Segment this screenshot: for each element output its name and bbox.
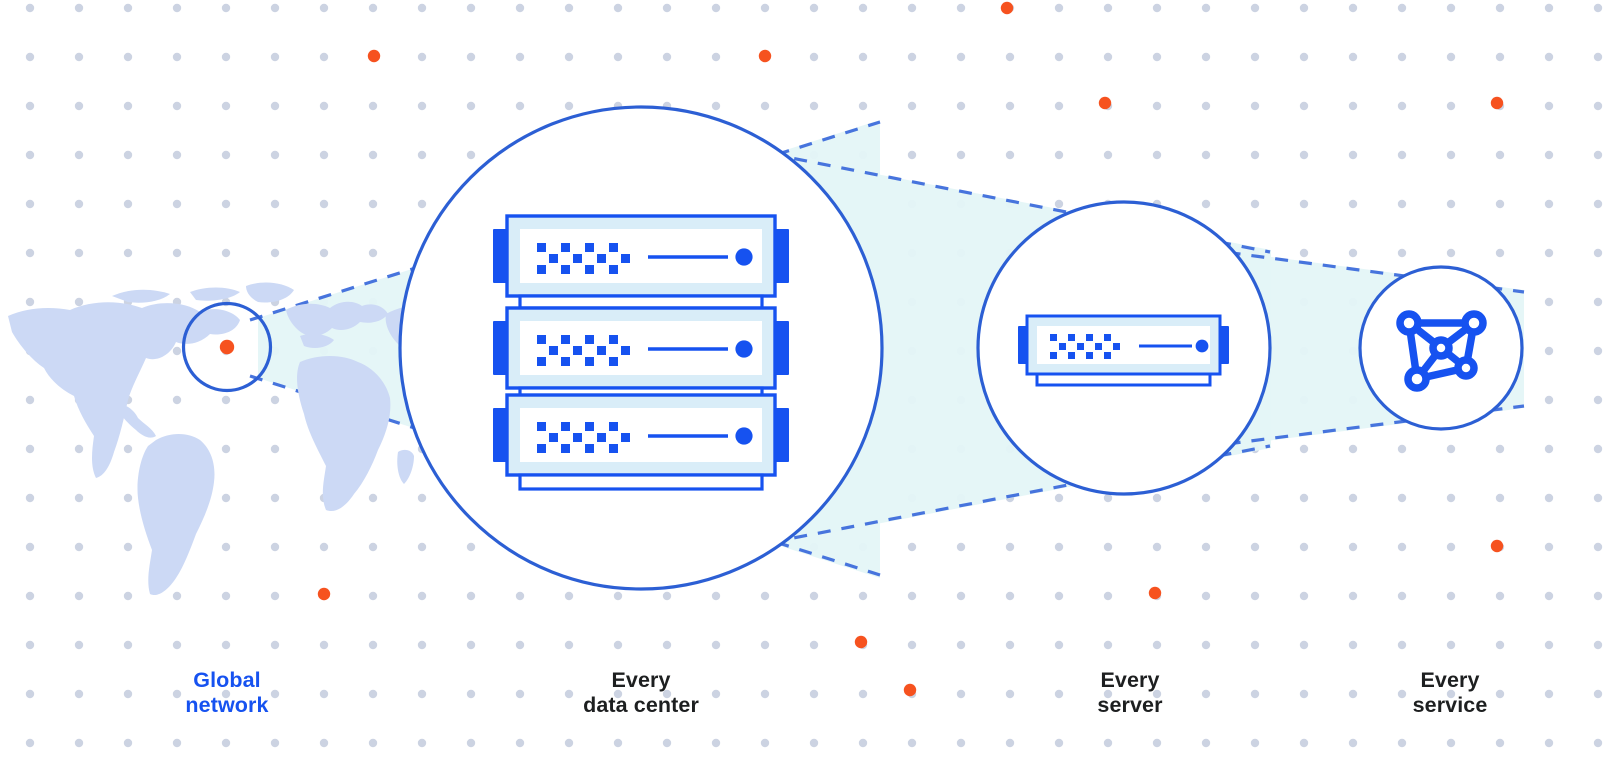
single-server-base — [1035, 372, 1212, 387]
label-every-service: Every service — [1412, 668, 1488, 717]
accent-dots — [317, 1, 1504, 697]
rack-unit-2-ports — [537, 335, 630, 366]
rack-unit-3-ports — [537, 422, 630, 453]
stage-every-service[interactable] — [1358, 265, 1524, 431]
label-every-data-center: Every data center — [583, 668, 699, 717]
single-server-icon — [1018, 314, 1229, 387]
rack-unit-1-ports — [537, 243, 630, 274]
network-node-dots — [1396, 310, 1487, 392]
rack-unit-1 — [493, 214, 789, 298]
stage-every-server[interactable] — [976, 200, 1272, 496]
global-network-highlight-circle[interactable] — [181, 301, 273, 393]
rack-separator-1 — [518, 294, 764, 310]
rack-unit-2 — [493, 306, 789, 390]
global-network-location-marker[interactable] — [219, 339, 235, 355]
stage-every-data-center[interactable] — [398, 105, 884, 591]
label-global-network: Global network — [185, 668, 269, 717]
label-every-server: Every server — [1097, 668, 1163, 717]
rack-unit-3 — [493, 393, 789, 477]
single-server-ports — [1050, 334, 1120, 359]
server-rack-icon — [493, 214, 789, 491]
rack-base — [518, 473, 764, 491]
